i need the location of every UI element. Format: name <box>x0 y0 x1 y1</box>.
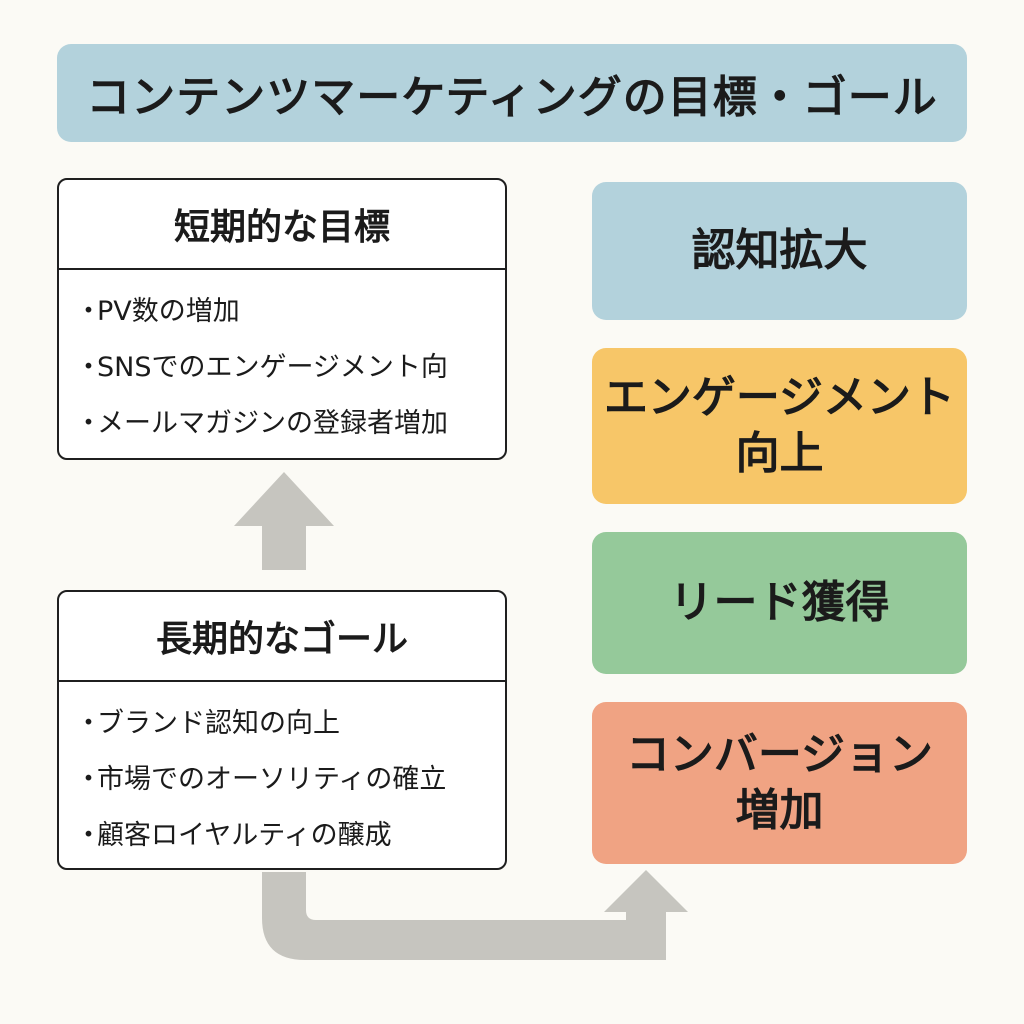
long-term-heading: 長期的なゴール <box>59 592 505 682</box>
bullet-icon: ・ <box>75 408 102 439</box>
up-arrow-icon <box>234 472 334 570</box>
list-item: ・ブランド認知の向上 <box>75 696 505 752</box>
list-item: ・顧客ロイヤルティの醸成 <box>75 808 505 864</box>
short-term-list: ・PV数の増加 ・SNSでのエンゲージメント向 ・メールマガジンの登録者増加 <box>59 270 505 452</box>
list-item: ・PV数の増加 <box>75 284 505 340</box>
list-item: ・SNSでのエンゲージメント向 <box>75 340 505 396</box>
short-term-goals-card: 短期的な目標 ・PV数の増加 ・SNSでのエンゲージメント向 ・メールマガジンの… <box>57 178 507 460</box>
stage-leads: リード獲得 <box>592 532 967 674</box>
stage-label: リード獲得 <box>669 577 890 628</box>
stage-label: コンバージョン <box>625 729 934 780</box>
list-item-text: 市場でのオーソリティの確立 <box>97 764 447 795</box>
stage-conversion: コンバージョン 増加 <box>592 702 967 864</box>
long-term-list: ・ブランド認知の向上 ・市場でのオーソリティの確立 ・顧客ロイヤルティの醸成 <box>59 682 505 864</box>
diagram-title: コンテンツマーケティングの目標・ゴール <box>57 44 967 142</box>
bullet-icon: ・ <box>75 296 102 327</box>
list-item-text: メールマガジンの登録者増加 <box>97 408 448 439</box>
stage-label: 認知拡大 <box>691 225 868 276</box>
bullet-icon: ・ <box>75 820 102 851</box>
long-term-goals-card: 長期的なゴール ・ブランド認知の向上 ・市場でのオーソリティの確立 ・顧客ロイヤ… <box>57 590 507 870</box>
list-item-text: ブランド認知の向上 <box>97 708 340 739</box>
list-item: ・メールマガジンの登録者増加 <box>75 396 505 452</box>
list-item-text: 顧客ロイヤルティの醸成 <box>97 820 392 851</box>
list-item-text: PV数の増加 <box>97 296 240 327</box>
stage-engagement: エンゲージメント 向上 <box>592 348 967 504</box>
stage-label: エンゲージメント <box>603 372 956 423</box>
bullet-icon: ・ <box>75 764 102 795</box>
stage-label-line2: 向上 <box>735 428 824 479</box>
short-term-heading: 短期的な目標 <box>59 180 505 270</box>
list-item: ・市場でのオーソリティの確立 <box>75 752 505 808</box>
bullet-icon: ・ <box>75 708 102 739</box>
bullet-icon: ・ <box>75 352 102 383</box>
stage-awareness: 認知拡大 <box>592 182 967 320</box>
bent-arrow-icon <box>262 870 688 960</box>
list-item-text: SNSでのエンゲージメント向 <box>97 352 448 383</box>
stage-label-line2: 増加 <box>735 785 824 836</box>
